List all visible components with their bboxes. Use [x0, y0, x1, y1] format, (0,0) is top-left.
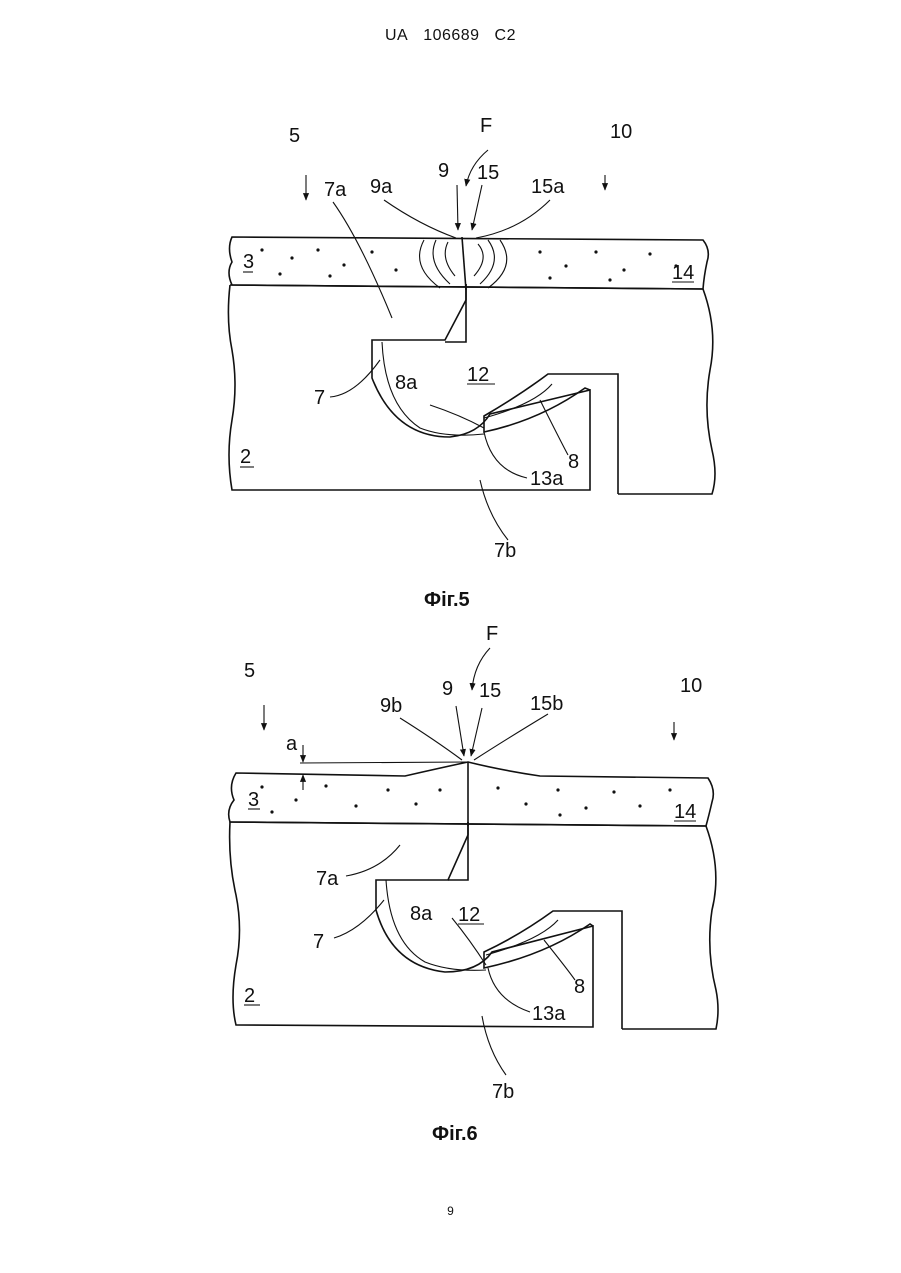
fig5-label-7: 7	[314, 387, 325, 409]
fig6-dimension-line	[300, 762, 468, 763]
fig5-leader-13a	[484, 432, 527, 478]
fig5-stress-arc	[488, 240, 507, 288]
fig5-label-9: 9	[438, 160, 449, 182]
fig5-leader-7a	[333, 202, 392, 318]
fig6-leader-15b	[474, 714, 548, 760]
fig5-label-8: 8	[568, 451, 579, 473]
fig6-label-9: 9	[442, 678, 453, 700]
fig6-label-8a: 8a	[410, 903, 433, 925]
fig5-leader-15a	[476, 200, 550, 238]
fig6-label-8: 8	[574, 976, 585, 998]
fig5-label-15a: 15a	[531, 176, 565, 198]
page-number: 9	[0, 1204, 901, 1218]
fig5-label-7b: 7b	[494, 540, 516, 562]
fig5-label-7a: 7a	[324, 179, 347, 201]
fig6-label-7: 7	[313, 931, 324, 953]
fig6-arrow-15	[471, 708, 482, 756]
fig5-label-3: 3	[243, 251, 254, 273]
fig6-label-14: 14	[674, 801, 696, 823]
fig5-arrow-9	[457, 185, 458, 230]
fig6-top-layer	[229, 762, 714, 826]
fig5-label-8a: 8a	[395, 372, 418, 394]
fig5-label-13a: 13a	[530, 468, 564, 490]
fig5-leader-7b	[480, 480, 508, 540]
figure-6: 5 F 10 a 9 15 9b 15b 3 14 7a 8a 12 7 2 8…	[229, 623, 718, 1145]
fig5-label-5: 5	[289, 125, 300, 147]
fig5-label-15: 15	[477, 162, 499, 184]
fig6-label-7a: 7a	[316, 868, 339, 890]
fig6-label-F: F	[486, 623, 498, 645]
fig5-label-2: 2	[240, 446, 251, 468]
fig5-caption: Фіг.5	[424, 589, 470, 611]
fig6-label-a: a	[286, 733, 298, 755]
fig5-core-right	[618, 289, 715, 494]
fig6-label-10: 10	[680, 675, 702, 697]
fig6-texture	[260, 784, 671, 816]
fig6-label-2: 2	[244, 985, 255, 1007]
fig6-label-12: 12	[458, 904, 480, 926]
fig6-caption: Фіг.6	[432, 1123, 478, 1145]
fig6-label-3: 3	[248, 789, 259, 811]
fig6-leader-9b	[400, 718, 462, 760]
fig6-label-13a: 13a	[532, 1003, 566, 1025]
fig5-label-F: F	[480, 115, 492, 137]
fig5-joint-line	[462, 237, 466, 290]
fig5-label-9a: 9a	[370, 176, 393, 198]
fig5-stress-arc	[445, 242, 455, 276]
fig5-label-10: 10	[610, 121, 632, 143]
fig5-stress-arc	[433, 240, 450, 284]
fig6-label-15b: 15b	[530, 693, 563, 715]
fig6-label-15: 15	[479, 680, 501, 702]
fig6-label-7b: 7b	[492, 1081, 514, 1103]
fig5-arrow-15	[472, 185, 482, 230]
fig6-core-right	[622, 826, 718, 1029]
figure-5: 5 F 10 7a 9a 9 15 15a 3 14 12 8a 7 2 8 1…	[228, 115, 715, 611]
fig6-arrow-9	[456, 706, 464, 756]
fig5-leader-8	[540, 400, 568, 455]
fig6-leader-7b	[482, 1016, 506, 1075]
fig5-stress-arc	[474, 244, 483, 276]
fig6-label-9b: 9b	[380, 695, 402, 717]
fig5-stress-arc	[420, 240, 440, 288]
fig5-leader-8a	[430, 405, 484, 428]
fig5-leader-9a	[384, 200, 456, 238]
fig6-leader-7a	[346, 845, 400, 876]
fig6-label-5: 5	[244, 660, 255, 682]
fig5-top-layer	[229, 237, 708, 289]
fig6-leader-8	[544, 940, 575, 980]
fig5-label-14: 14	[672, 262, 694, 284]
fig5-label-12: 12	[467, 364, 489, 386]
fig5-texture	[260, 248, 677, 281]
fig6-leader-13a	[488, 968, 530, 1012]
